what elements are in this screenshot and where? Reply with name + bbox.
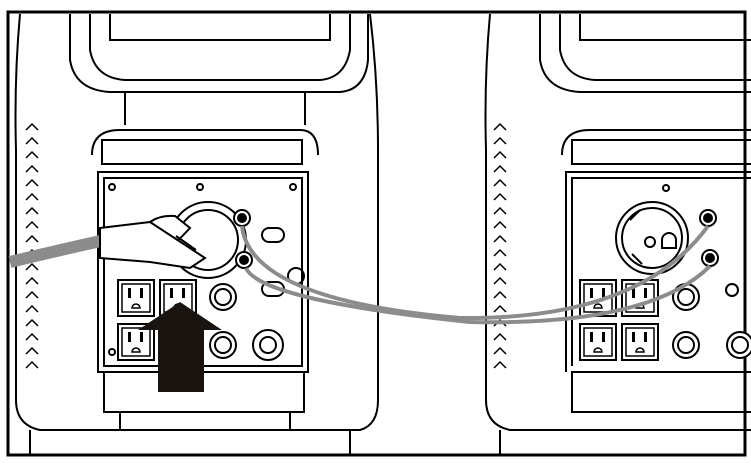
left-knob-icon — [209, 283, 237, 311]
left-vent-icon — [25, 123, 39, 369]
left-knob-icon — [209, 331, 237, 359]
right-generator — [484, 13, 751, 455]
right-knob-icon — [672, 331, 700, 359]
left-breaker-icon — [252, 329, 284, 361]
right-knob-icon — [726, 331, 751, 359]
right-parallel-terminal-icon — [699, 209, 719, 267]
power-cord — [8, 214, 207, 270]
left-parallel-terminal-icon — [233, 209, 253, 269]
arrow-up-icon — [138, 302, 222, 392]
right-vent-icon — [493, 123, 507, 369]
frame-border — [6, 10, 747, 457]
left-outlet-icon — [117, 279, 155, 317]
parallel-cable — [240, 224, 712, 325]
right-outlet-icon — [579, 323, 617, 361]
right-outlet-icon — [621, 323, 659, 361]
